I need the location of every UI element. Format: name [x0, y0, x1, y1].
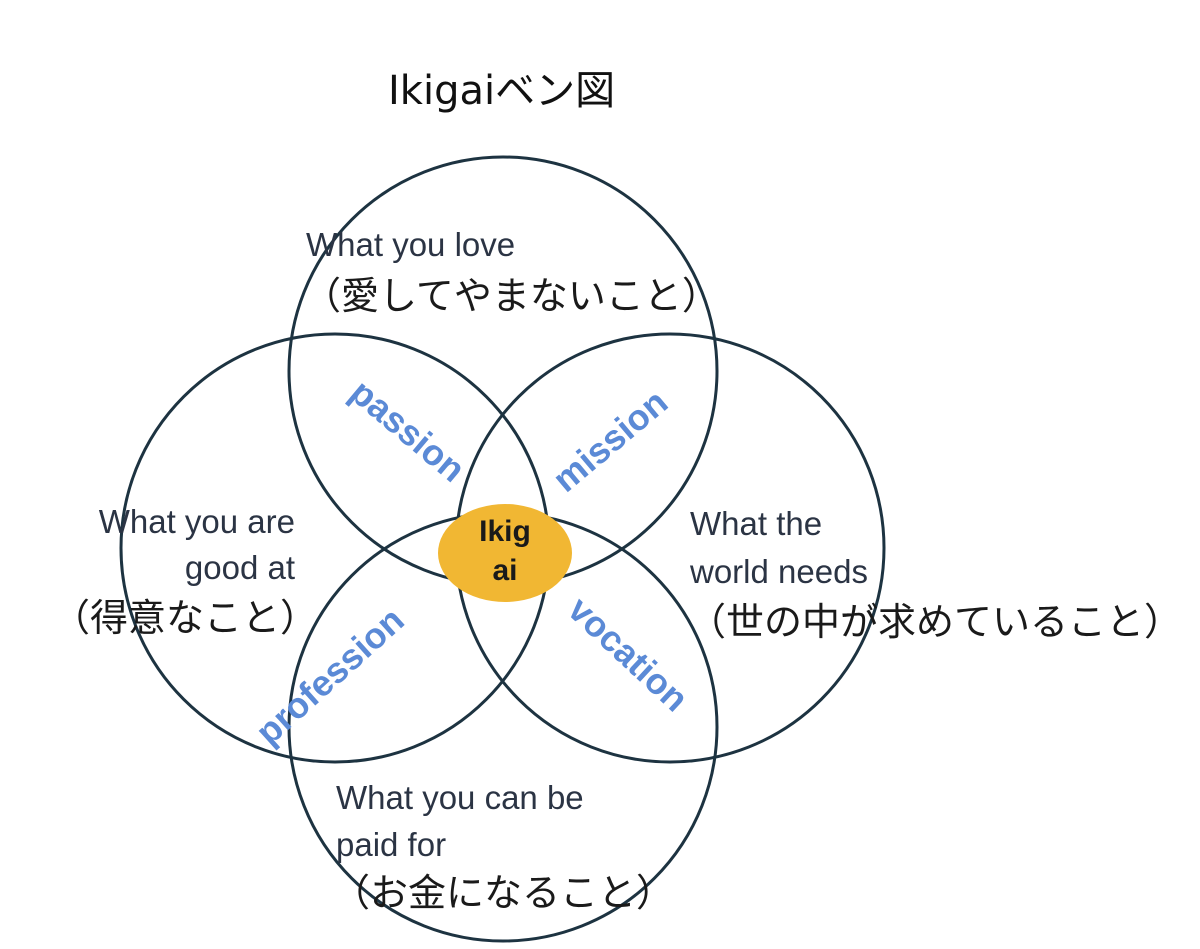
overlap-label-passion: passion — [343, 371, 474, 490]
love-label-en: What you love — [306, 226, 515, 263]
diagram-title: Ikigaiベン図 — [388, 68, 615, 114]
paid-for-label-jp: （お金になること） — [332, 871, 674, 915]
good-at-label-en-line-2: good at — [185, 549, 295, 586]
center-ikigai-ellipse — [438, 504, 572, 602]
center-label-line-2: ai — [492, 554, 517, 587]
good-at-label-en-line-1: What you are — [99, 503, 295, 540]
world-needs-label-en-line-2: world needs — [689, 553, 868, 590]
good-at-label-jp: （得意なこと） — [52, 596, 318, 640]
overlap-label-vocation: vocation — [560, 588, 696, 719]
love-label-jp: （愛してやまないこと） — [303, 274, 720, 318]
overlap-label-mission: mission — [545, 381, 676, 500]
world-needs-label-jp: （世の中が求めていること） — [688, 600, 1182, 644]
center-label-line-1: Ikig — [479, 515, 531, 548]
world-needs-label-en-line-1: What the — [690, 505, 822, 542]
paid-for-label-en-line-1: What you can be — [336, 779, 584, 816]
paid-for-label-en-line-2: paid for — [336, 826, 446, 863]
